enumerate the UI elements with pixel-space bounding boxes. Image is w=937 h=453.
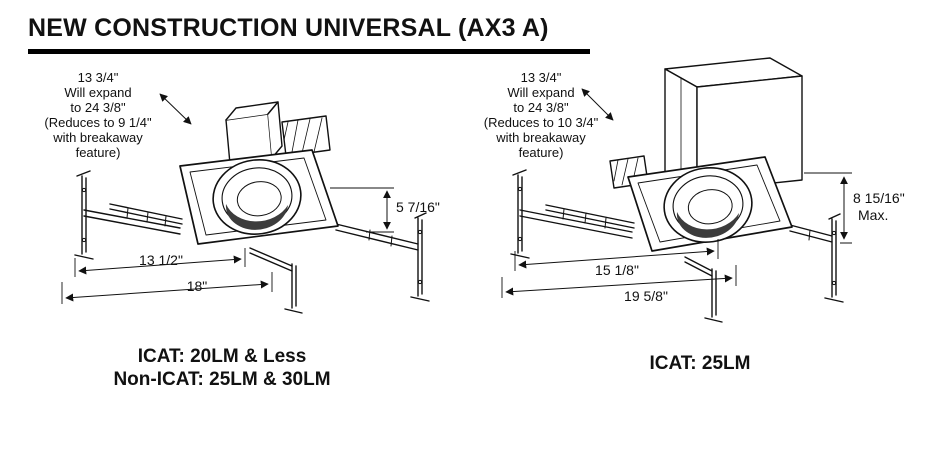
caption-line: Non-ICAT: 25LM & 30LM xyxy=(113,369,331,390)
caption-line: ICAT: 20LM & Less xyxy=(137,346,307,367)
note-line: 13 3/4" xyxy=(77,70,119,85)
expand-note-left: 13 3/4" Will expand to 24 3/8" (Reduces … xyxy=(22,70,174,160)
note-line: with breakaway xyxy=(53,130,143,145)
note-line: with breakaway xyxy=(496,130,586,145)
note-line: Will expand xyxy=(64,85,132,100)
caption-line: ICAT: 25LM xyxy=(649,353,751,374)
caption-right: ICAT: 25LM xyxy=(560,352,840,375)
fixture-drawing-left xyxy=(61,93,430,314)
dim-width-inner-left: 13 1/2" xyxy=(139,252,183,268)
note-line: (Reduces to 9 1/4" xyxy=(44,115,152,130)
fixture-drawing-right xyxy=(501,57,852,323)
note-line: 13 3/4" xyxy=(520,70,562,85)
note-line: (Reduces to 10 3/4" xyxy=(483,115,599,130)
note-line: feature) xyxy=(75,145,121,160)
expand-note-right: 13 3/4" Will expand to 24 3/8" (Reduces … xyxy=(462,70,620,160)
note-line: feature) xyxy=(518,145,564,160)
dim-width-outer-right: 19 5/8" xyxy=(624,288,668,304)
title-rule xyxy=(28,49,590,54)
note-line: to 24 3/8" xyxy=(70,100,126,115)
note-line: Will expand xyxy=(507,85,575,100)
page-title: NEW CONSTRUCTION UNIVERSAL (AX3 A) xyxy=(28,14,549,42)
dim-height-right: 8 15/16" xyxy=(853,190,905,206)
dim-width-outer-left: 18" xyxy=(186,278,208,294)
dim-height-right-note: Max. xyxy=(858,207,889,223)
dim-width-inner-right: 15 1/8" xyxy=(595,262,639,278)
caption-left: ICAT: 20LM & Less Non-ICAT: 25LM & 30LM xyxy=(52,345,392,391)
dim-height-left: 5 7/16" xyxy=(396,199,440,215)
note-line: to 24 3/8" xyxy=(513,100,569,115)
